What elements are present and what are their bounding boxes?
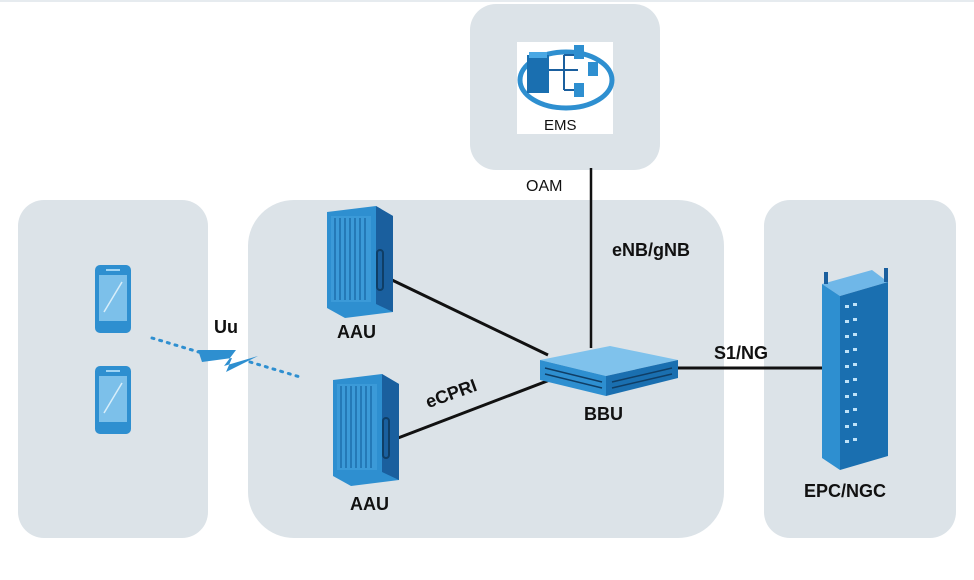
bbu-label: BBU [584,404,623,424]
s1ng-label: S1/NG [714,343,769,363]
lightning-bolt-icon [198,350,258,372]
core-label: EPC/NGC [804,481,887,501]
core-cabinet-icon [822,268,888,470]
aau-bottom-unit-icon [333,374,399,486]
ecpri-link [397,376,556,440]
aau-top-to-bbu-link [391,278,549,357]
ran-label: eNB/gNB [612,240,691,260]
uu-label: Uu [214,317,238,337]
ems-server-icon [517,42,615,134]
top-divider [0,0,974,2]
aau-top-unit-icon [327,206,393,318]
aau-bottom-label: AAU [350,494,389,514]
ems-label: EMS [544,117,577,134]
phone-bottom-icon [95,366,131,434]
phone-top-icon [95,265,131,333]
bbu-unit-icon [540,346,678,396]
aau-top-label: AAU [337,322,376,342]
uu-wireless-link [150,336,302,379]
oam-label: OAM [526,178,563,195]
